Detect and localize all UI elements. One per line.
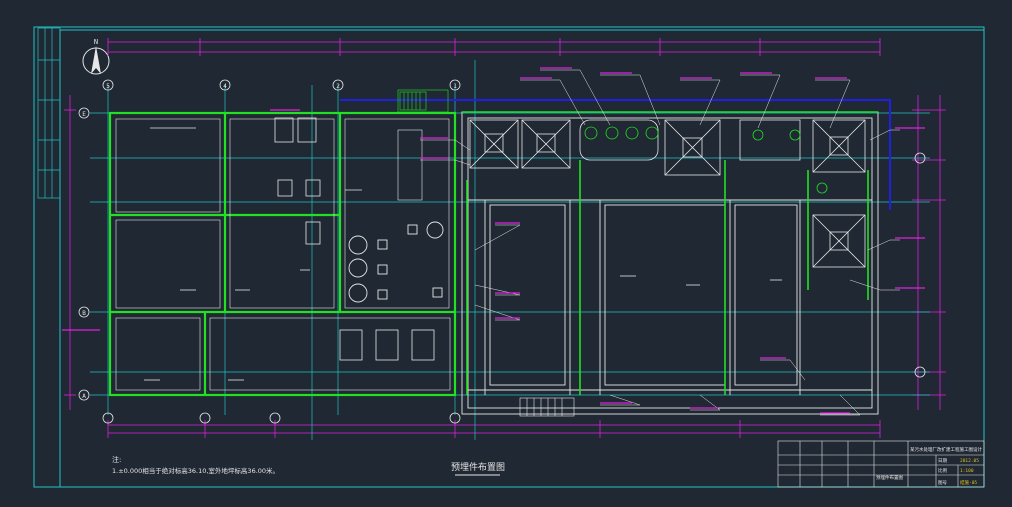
drawing-border-inner: [59, 29, 985, 488]
grid-col-label-4: 4: [223, 83, 227, 90]
drawing-border-outer: [33, 26, 985, 488]
square-basins: [469, 119, 866, 268]
grid-row-label-e: E: [82, 111, 86, 118]
small-valve-circles: [584, 126, 828, 194]
right-tank-outline: [461, 111, 879, 415]
left-margin-strip: [37, 27, 61, 199]
top-dimension-lines: [107, 38, 881, 56]
room-label-marks: [144, 127, 782, 381]
title-block-sheet-label: 图号: [938, 480, 947, 486]
bottom-dimension-lines: [107, 420, 881, 438]
title-block-date-label: 日期: [938, 458, 947, 464]
title-block-sheet-value: 结施-05: [960, 479, 977, 486]
note-text: 1.±0.000相当于绝对标高36.10,室外地坪标高36.00米。: [112, 466, 279, 475]
right-dimension-lines: [912, 95, 946, 410]
tank-circles: [348, 221, 444, 303]
callout-text-marks: [62, 67, 925, 414]
left-building-walls: [108, 111, 457, 397]
title-block-date-value: 2012.05: [960, 458, 979, 464]
grid-row-bubbles: [78, 107, 926, 401]
north-label: N: [94, 38, 98, 46]
drawing-title: 预埋件布置图: [451, 461, 505, 473]
callout-leaders: [420, 69, 900, 416]
right-wall-accents: [462, 111, 878, 395]
left-building-inner-lines: [115, 89, 451, 391]
grid-col-label-1: 1: [453, 83, 457, 90]
title-block-drawing-name: 预埋件布置图: [876, 474, 903, 481]
pump-units: [274, 117, 435, 361]
pipe-line: [340, 99, 891, 210]
stair-hatch: [399, 91, 427, 111]
grid-row-label-a: A: [82, 393, 86, 400]
note-heading: 注:: [112, 455, 121, 464]
title-block: [777, 440, 985, 488]
title-block-scale-value: 1:100: [960, 468, 974, 474]
axis-grid-lines: [90, 60, 930, 440]
title-block-project: 某污水处理厂改扩建工程施工图设计: [910, 446, 982, 453]
north-arrow-icon: N: [82, 38, 110, 75]
grid-col-label-2: 2: [336, 83, 340, 90]
grid-col-label-5: 5: [106, 83, 110, 90]
bottom-stair: [519, 397, 575, 417]
title-block-scale-label: 比例: [938, 467, 947, 474]
left-dimension-lines: [64, 95, 76, 410]
grid-row-label-b: B: [82, 310, 86, 317]
grid-col-bubbles: [102, 79, 461, 424]
